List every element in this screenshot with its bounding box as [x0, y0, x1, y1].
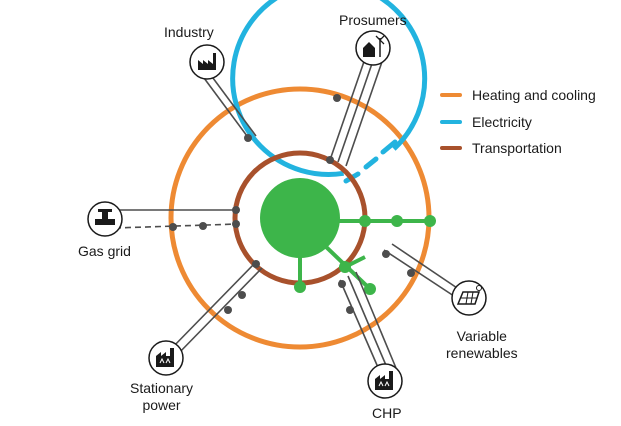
power-plant-icon — [367, 363, 403, 399]
variable-renewables-label: Variable renewables — [446, 328, 518, 362]
stationary-power-label-line1: Stationary — [130, 380, 194, 396]
gas-grid-label: Gas grid — [78, 243, 131, 259]
chp-label: CHP — [372, 405, 402, 421]
prosumers-label: Prosumers — [339, 12, 407, 28]
legend-item-electricity: Electricity — [440, 113, 532, 131]
hub-junctions — [294, 215, 436, 295]
stationary-power-label-line2: power — [142, 397, 181, 413]
electricity-ring-gap-dashes — [343, 139, 398, 184]
electricity-ring — [230, 0, 428, 177]
legend-label: Transportation — [472, 140, 562, 156]
solar-panel-icon — [451, 280, 487, 316]
hub-spokes — [298, 219, 430, 291]
legend-item-transportation: Transportation — [440, 139, 562, 157]
variable-renewables-label-line2: renewables — [446, 345, 518, 361]
legend-swatch — [440, 146, 462, 150]
connector-lines — [114, 49, 467, 373]
legend-swatch — [440, 120, 462, 124]
industry-label: Industry — [164, 24, 214, 40]
legend-label: Heating and cooling — [472, 87, 596, 103]
factory-icon — [189, 44, 225, 80]
central-hub — [260, 178, 340, 258]
legend-label: Electricity — [472, 114, 532, 130]
variable-renewables-label-line1: Variable — [456, 328, 507, 344]
legend-item-heating: Heating and cooling — [440, 86, 596, 104]
connector-junctions — [169, 94, 415, 314]
node-icons — [87, 30, 487, 399]
legend-swatch — [440, 93, 462, 97]
stationary-power-label: Stationary power — [130, 380, 193, 414]
gas-valve-icon — [87, 201, 123, 237]
house-wind-icon — [355, 30, 391, 66]
power-plant-icon — [148, 340, 184, 376]
